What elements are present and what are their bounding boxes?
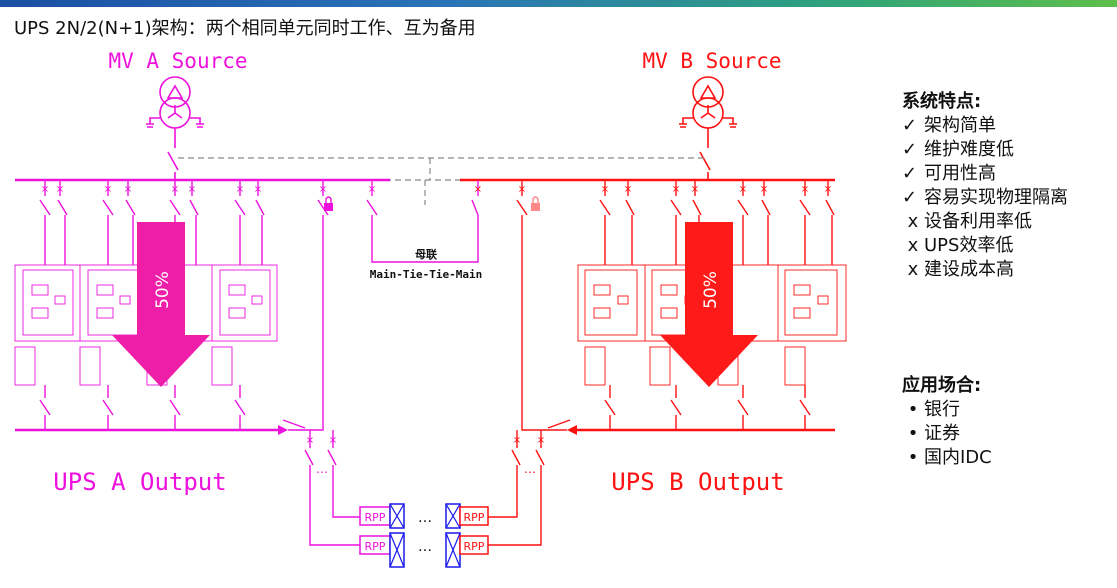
ups-a-output-label: UPS A Output <box>53 468 226 496</box>
svg-text:×: × <box>56 184 64 195</box>
svg-text:×: × <box>254 184 262 195</box>
feeder-ellipsis-b: … <box>524 462 536 476</box>
tie-label-en: Main-Tie-Tie-Main <box>370 268 483 281</box>
svg-text:×: × <box>760 184 768 195</box>
svg-text:×: × <box>306 435 314 446</box>
breaker-marks-b-out: ×× <box>513 435 545 446</box>
svg-text:×: × <box>513 435 521 446</box>
rpp-b-1-label: RPP <box>464 511 485 524</box>
svg-text:×: × <box>236 184 244 195</box>
breaker-marks-a-out: ×× <box>306 435 337 446</box>
svg-text:×: × <box>691 184 699 195</box>
svg-text:×: × <box>801 184 809 195</box>
slide-title: UPS 2N/2(N+1)架构：两个相同单元同时工作、互为备用 <box>14 18 476 39</box>
feeder-ellipsis-a: … <box>316 462 328 476</box>
feature-item: ✓可用性高 <box>902 163 996 184</box>
lock-icon-b <box>531 196 540 211</box>
svg-text:×: × <box>188 184 196 195</box>
rpp-row-2: RPP … RPP <box>359 532 489 568</box>
tie-label-cn: 母联 <box>415 247 437 261</box>
application-item: •银行 <box>907 399 960 420</box>
svg-text:×: × <box>537 435 545 446</box>
feeder-switches-a <box>39 180 479 425</box>
rpp-a-2-label: RPP <box>365 540 386 553</box>
bus-a-output-arrow <box>278 425 288 435</box>
static-bypass-a <box>282 419 360 546</box>
rpp-ellipsis-1: … <box>418 510 432 526</box>
svg-text:×: × <box>41 184 49 195</box>
svg-text:×: × <box>124 184 132 195</box>
svg-text:×: × <box>319 184 327 195</box>
breaker-marks-a: × × × × × × × × × × <box>41 184 376 195</box>
svg-text:×: × <box>624 184 632 195</box>
lock-icon-a <box>324 196 333 211</box>
load-share-arrow-a <box>112 222 210 387</box>
mv-b-source-label: MV B Source <box>642 49 781 73</box>
feature-item: ✓维护难度低 <box>902 139 1014 160</box>
applications-heading: 应用场合: <box>902 375 982 396</box>
rpp-row-1: RPP … RPP <box>359 503 489 529</box>
feeder-switches-b <box>516 180 835 425</box>
ups-b-output-label: UPS B Output <box>611 468 784 496</box>
svg-text:×: × <box>329 435 337 446</box>
static-bypass-b <box>488 419 571 546</box>
features-heading: 系统特点: <box>902 91 982 112</box>
rpp-b-2-label: RPP <box>464 540 485 553</box>
svg-text:×: × <box>601 184 609 195</box>
svg-text:×: × <box>171 184 179 195</box>
transformer-b-icon <box>679 76 737 180</box>
svg-text:×: × <box>474 184 482 195</box>
rpp-ellipsis-2: … <box>418 539 432 555</box>
svg-text:×: × <box>104 184 112 195</box>
application-item: •国内IDC <box>907 447 992 468</box>
top-accent-bar <box>0 0 1117 7</box>
applications-panel: 应用场合: •银行 •证券 •国内IDC <box>902 374 992 470</box>
output-switches-a <box>39 385 246 430</box>
interlock-dashed-lines <box>178 157 705 205</box>
load-share-label-a: 50% <box>153 271 173 309</box>
breaker-marks-b: × × × × × × × × × × <box>474 184 832 195</box>
svg-text:×: × <box>824 184 832 195</box>
bus-b-output-arrow <box>567 425 577 435</box>
mv-a-source-label: MV A Source <box>108 49 247 73</box>
load-share-label-b: 50% <box>701 271 721 309</box>
application-item: •证券 <box>907 423 960 444</box>
feature-item: ✓容易实现物理隔离 <box>902 187 1068 208</box>
rpp-a-1-label: RPP <box>365 511 386 524</box>
svg-text:×: × <box>518 184 526 195</box>
svg-text:×: × <box>368 184 376 195</box>
transformer-a-icon <box>146 76 204 180</box>
svg-text:×: × <box>739 184 747 195</box>
feature-item: ✓架构简单 <box>902 115 996 136</box>
output-switches-b <box>604 385 811 430</box>
svg-text:×: × <box>672 184 680 195</box>
load-share-arrow-b <box>660 222 758 387</box>
